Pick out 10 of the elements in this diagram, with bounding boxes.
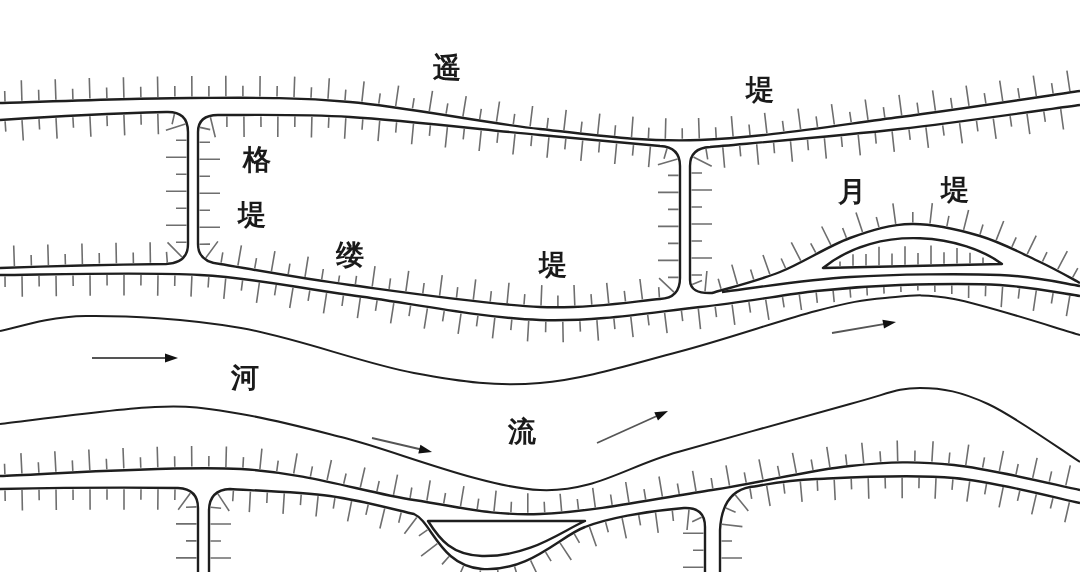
dike-label: 堤 (941, 176, 969, 204)
dike-label: 遥 (433, 54, 461, 82)
dike-label: 格 (243, 146, 271, 174)
dike-label: 月 (838, 178, 866, 206)
dike-label: 堤 (539, 251, 567, 279)
dike-label: 缕 (336, 241, 364, 269)
river-label: 流 (508, 418, 536, 446)
dike-label: 堤 (238, 201, 266, 229)
river-label: 河 (231, 364, 259, 392)
dike-label: 堤 (746, 76, 774, 104)
